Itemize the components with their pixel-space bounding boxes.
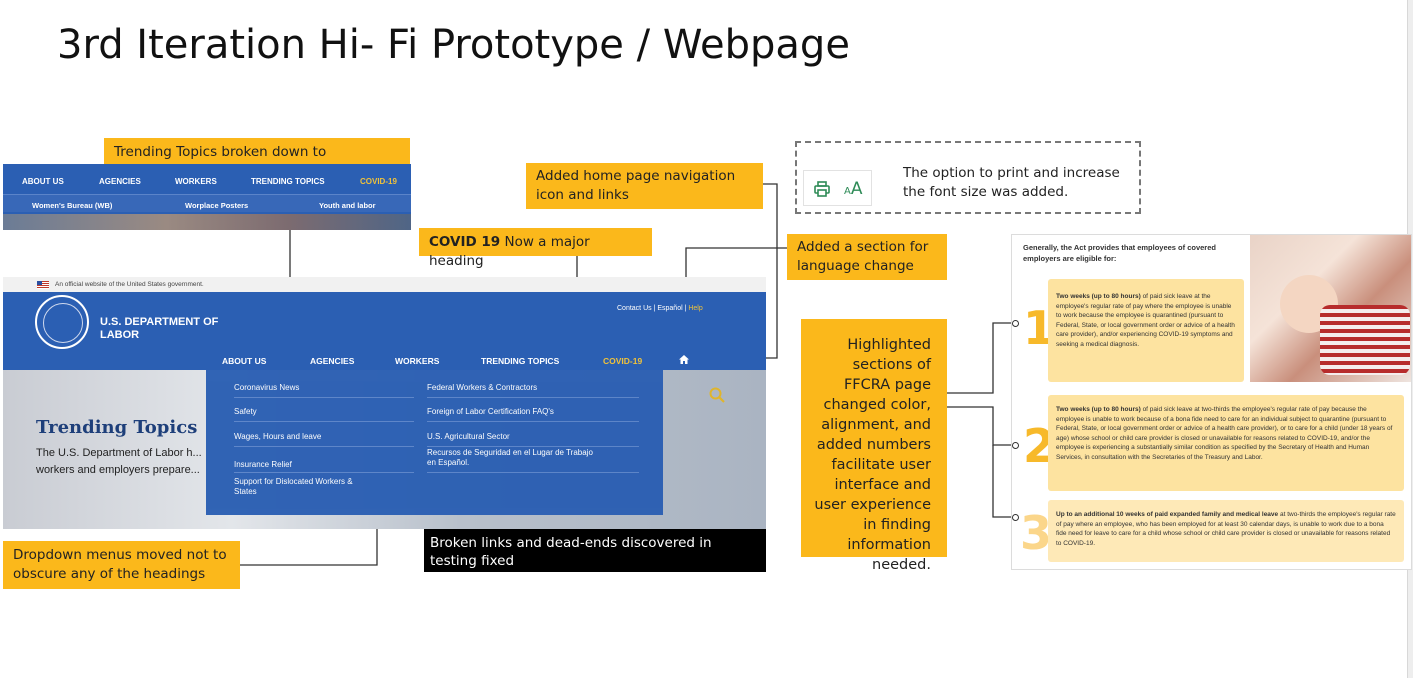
dropdown-divider: [234, 397, 414, 398]
print-icon[interactable]: [814, 181, 830, 197]
ffcra-card-3-bold: Up to an additional 10 weeks of paid exp…: [1056, 511, 1279, 518]
dropdown-divider: [234, 472, 414, 473]
ffcra-card-2: Two weeks (up to 80 hours) of paid sick …: [1048, 395, 1404, 491]
help-link[interactable]: Help: [688, 305, 703, 312]
bracket-dot-3: [1012, 514, 1019, 521]
hero-text: The U.S. Department of Labor h... worker…: [36, 447, 202, 476]
dropdown-divider: [427, 472, 639, 473]
trending-dropdown-menu: Coronavirus News Safety Wages, Hours and…: [206, 368, 663, 515]
nav-about-us[interactable]: ABOUT US: [222, 356, 267, 366]
gov-banner: An official website of the United States…: [3, 277, 766, 292]
main-nav: ABOUT US AGENCIES WORKERS TRENDING TOPIC…: [3, 352, 766, 370]
ffcra-card-2-text: Two weeks (up to 80 hours) of paid sick …: [1056, 405, 1396, 462]
annotation-covid-heading: COVID 19 Now a major heading: [419, 228, 652, 269]
top-utility-links: Contact Us | Español | Help: [617, 305, 703, 312]
contact-us-link[interactable]: Contact Us: [617, 305, 652, 312]
nav-snippet-sub-youth-labor[interactable]: Youth and labor: [319, 201, 376, 210]
gov-banner-text: An official website of the United States…: [55, 281, 204, 288]
ffcra-page-mockup: Generally, the Act provides that employe…: [1011, 234, 1412, 570]
top-link-separator: |: [682, 305, 689, 312]
us-flag-icon: [37, 281, 49, 289]
ffcra-number-3: 3: [1020, 506, 1053, 560]
annotation-broken-links: Broken links and dead-ends discovered in…: [424, 528, 766, 572]
nav-snippet-sub-row: Women's Bureau (WB) Worplace Posters You…: [3, 194, 411, 212]
dropdown-divider: [234, 446, 414, 447]
ffcra-photo: [1250, 235, 1411, 382]
dropdown-divider: [234, 421, 414, 422]
annotation-covid-bold: COVID 19: [429, 234, 501, 250]
print-font-size-callout: AA The option to print and increase the …: [795, 141, 1141, 214]
ffcra-card-2-bold: Two weeks (up to 80 hours): [1056, 406, 1141, 413]
hero-title: Trending Topics: [36, 417, 198, 438]
dropdown-item-coronavirus-news[interactable]: Coronavirus News: [234, 383, 300, 392]
print-font-size-controls: AA: [803, 170, 872, 206]
dropdown-item-wages-hours[interactable]: Wages, Hours and leave: [234, 432, 322, 441]
ffcra-card-1-body: of paid sick leave at the employee's reg…: [1056, 293, 1235, 348]
nav-snippet-trending[interactable]: TRENDING TOPICS: [251, 177, 325, 186]
ffcra-card-1-text: Two weeks (up to 80 hours) of paid sick …: [1056, 292, 1236, 349]
nav-snippet-about[interactable]: ABOUT US: [22, 177, 64, 186]
dropdown-item-foreign-labor-faq[interactable]: Foreign of Labor Certification FAQ's: [427, 407, 554, 416]
nav-workers[interactable]: WORKERS: [395, 356, 440, 366]
ffcra-card-1: Two weeks (up to 80 hours) of paid sick …: [1048, 279, 1244, 382]
annotation-dropdown-menus: Dropdown menus moved not to obscure any …: [3, 541, 240, 589]
nav-snippet-sub-womens-bureau[interactable]: Women's Bureau (WB): [32, 201, 113, 210]
print-font-size-text: The option to print and increase the fon…: [903, 165, 1120, 200]
home-icon[interactable]: [679, 355, 689, 364]
annotation-language-section: Added a section for language change: [787, 234, 947, 280]
dropdown-item-insurance-relief[interactable]: Insurance Relief: [234, 460, 292, 469]
site-header: U.S. DEPARTMENT OF LABOR Contact Us | Es…: [3, 292, 766, 370]
annotation-ffcra-highlight: Highlighted sections of FFCRA page chang…: [801, 319, 947, 573]
dropdown-item-safety[interactable]: Safety: [234, 407, 257, 416]
ffcra-card-1-bold: Two weeks (up to 80 hours): [1056, 293, 1141, 300]
ffcra-card-3: Up to an additional 10 weeks of paid exp…: [1048, 500, 1404, 562]
nav-snippet-hero-strip: [3, 214, 411, 230]
annotation-trending-categories: Trending Topics broken down to categorie…: [104, 138, 410, 179]
dropdown-item-federal-workers[interactable]: Federal Workers & Contractors: [427, 383, 538, 392]
ffcra-card-3-text: Up to an additional 10 weeks of paid exp…: [1056, 510, 1396, 548]
dropdown-item-agricultural-sector[interactable]: U.S. Agricultural Sector: [427, 432, 510, 441]
dropdown-divider: [427, 446, 639, 447]
dropdown-item-recursos-seguridad[interactable]: Recursos de Seguridad en el Lugar de Tra…: [427, 448, 593, 467]
nav-snippet: ABOUT US AGENCIES WORKERS TRENDING TOPIC…: [3, 164, 411, 230]
nav-trending-topics[interactable]: TRENDING TOPICS: [481, 356, 560, 366]
search-icon[interactable]: [709, 387, 725, 403]
nav-snippet-agencies[interactable]: AGENCIES: [99, 177, 141, 186]
annotation-home-navigation: Added home page navigation icon and link…: [526, 163, 763, 209]
ffcra-card-2-body: of paid sick leave at two-thirds the emp…: [1056, 406, 1393, 461]
dropdown-divider: [427, 397, 639, 398]
dropdown-divider: [427, 421, 639, 422]
bracket-dot-1: [1012, 320, 1019, 327]
nav-snippet-sub-workplace-posters[interactable]: Worplace Posters: [185, 201, 249, 210]
dol-seal-icon[interactable]: [35, 295, 89, 349]
ffcra-intro: Generally, the Act provides that employe…: [1023, 243, 1216, 263]
font-size-icon[interactable]: AA: [844, 179, 863, 199]
dropdown-item-dislocated-workers[interactable]: Support for Dislocated Workers & States: [234, 477, 353, 496]
nav-agencies[interactable]: AGENCIES: [310, 356, 355, 366]
dol-site-mockup: An official website of the United States…: [3, 277, 766, 529]
ffcra-card-3-body: at two-thirds the employee's regular rat…: [1056, 511, 1396, 547]
nav-snippet-covid[interactable]: COVID-19: [360, 177, 397, 186]
bracket-dot-2: [1012, 442, 1019, 449]
slide-title: 3rd Iteration Hi- Fi Prototype / Webpage: [57, 22, 850, 68]
espanol-link[interactable]: Español: [657, 305, 683, 312]
dept-name[interactable]: U.S. DEPARTMENT OF LABOR: [100, 316, 219, 341]
nav-snippet-main-row: ABOUT US AGENCIES WORKERS TRENDING TOPIC…: [3, 171, 411, 189]
nav-snippet-workers[interactable]: WORKERS: [175, 177, 217, 186]
annotation-covid-text: Now a major heading: [429, 234, 590, 269]
nav-covid-19[interactable]: COVID-19: [603, 356, 643, 366]
top-link-separator: |: [651, 305, 658, 312]
